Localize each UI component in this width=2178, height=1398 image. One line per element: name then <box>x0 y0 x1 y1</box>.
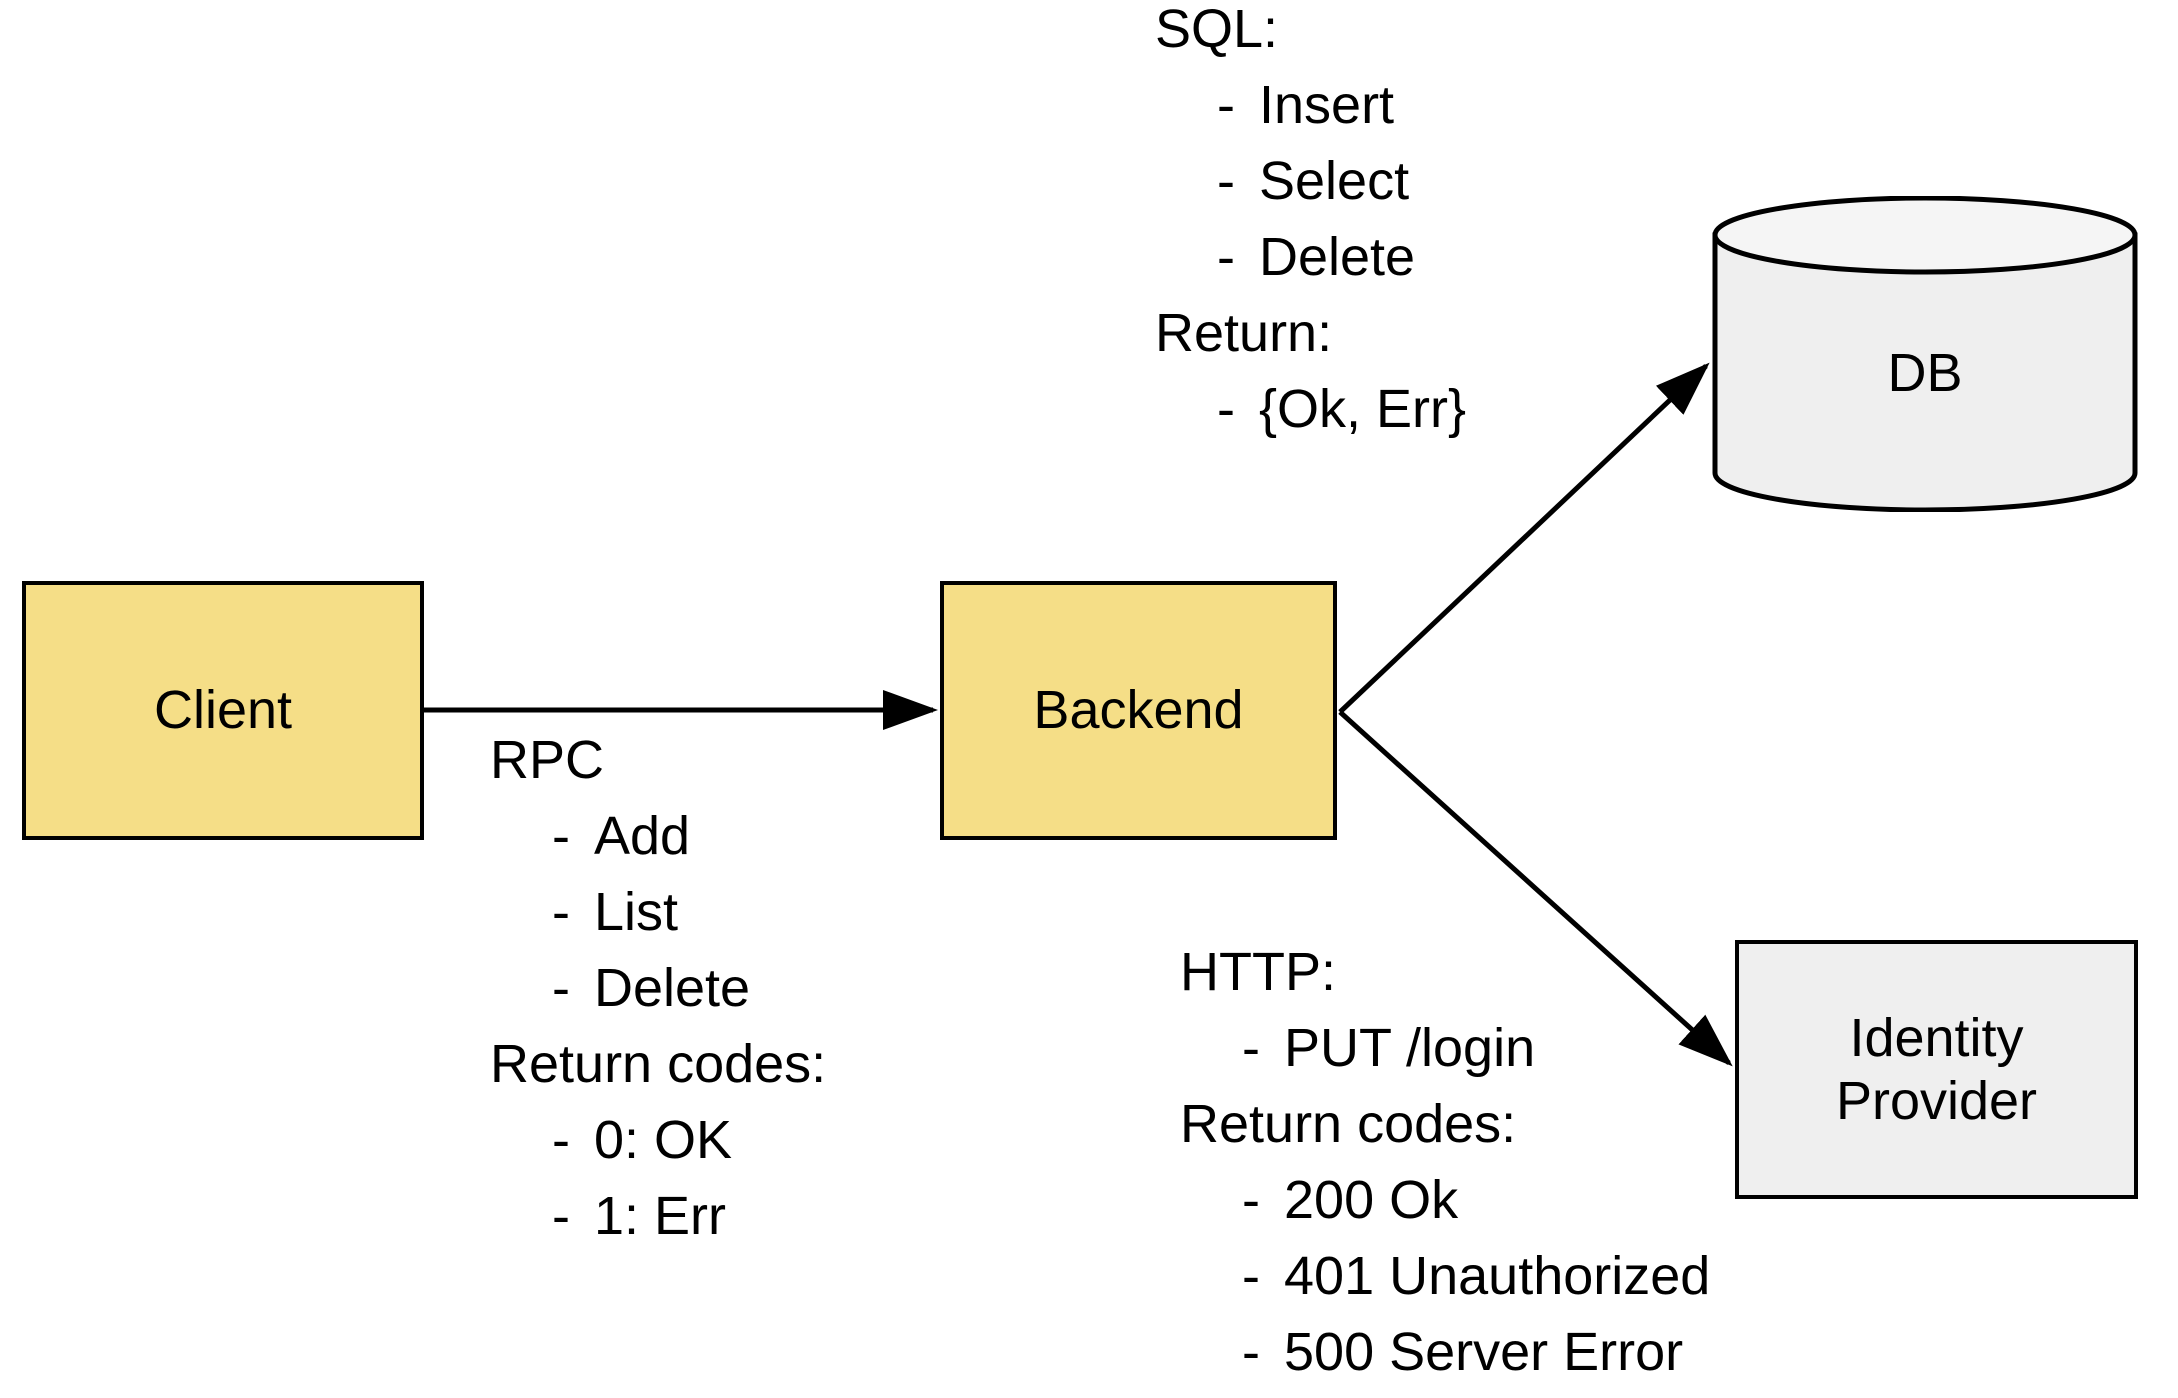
bullet-dash: - <box>552 1110 570 1170</box>
annotation-http-return-item: -401 Unauthorized <box>1180 1238 1710 1314</box>
annotation-rpc-item-text: Add <box>594 806 691 866</box>
annotation-sql: SQL: -Insert -Select -Delete Return: -{O… <box>1155 0 1466 447</box>
bullet-dash: - <box>552 882 570 942</box>
annotation-sql-item: -Select <box>1155 143 1466 219</box>
annotation-http: HTTP: -PUT /login Return codes: -200 Ok … <box>1180 934 1710 1390</box>
database-cylinder-icon <box>1712 196 2138 512</box>
node-db[interactable]: DB <box>1712 196 2138 512</box>
node-backend-label: Backend <box>1033 680 1244 741</box>
bullet-dash: - <box>1242 1246 1260 1306</box>
edge-backend-to-identity-provider <box>1338 710 1733 1067</box>
annotation-http-heading: HTTP: <box>1180 942 1336 1002</box>
annotation-http-return-text: 200 Ok <box>1284 1170 1459 1230</box>
node-identity-provider[interactable]: Identity Provider <box>1735 940 2138 1199</box>
annotation-rpc-item-text: List <box>594 882 679 942</box>
node-identity-provider-label-line1: Identity <box>1849 1007 2024 1068</box>
annotation-http-returns-heading: Return codes: <box>1180 1094 1517 1154</box>
annotation-rpc-return-item: -1: Err <box>490 1178 826 1254</box>
annotation-rpc-return-item: -0: OK <box>490 1102 826 1178</box>
annotation-rpc-item-text: Delete <box>594 958 751 1018</box>
annotation-rpc-returns-heading: Return codes: <box>490 1034 827 1094</box>
annotation-rpc: RPC -Add -List -Delete Return codes: -0:… <box>490 722 826 1254</box>
bullet-dash: - <box>1242 1170 1260 1230</box>
bullet-dash: - <box>552 958 570 1018</box>
annotation-http-return-text: 500 Server Error <box>1284 1322 1684 1382</box>
bullet-dash: - <box>552 806 570 866</box>
annotation-http-return-text: 401 Unauthorized <box>1284 1246 1711 1306</box>
annotation-sql-heading: SQL: <box>1155 0 1279 59</box>
annotation-sql-return-item: -{Ok, Err} <box>1155 371 1466 447</box>
annotation-rpc-return-text: 0: OK <box>594 1110 733 1170</box>
annotation-rpc-item: -Delete <box>490 950 826 1026</box>
bullet-dash: - <box>1217 151 1235 211</box>
annotation-rpc-item: -List <box>490 874 826 950</box>
bullet-dash: - <box>1217 227 1235 287</box>
annotation-sql-item: -Delete <box>1155 219 1466 295</box>
annotation-http-return-item: -500 Server Error <box>1180 1314 1710 1390</box>
bullet-dash: - <box>1242 1322 1260 1382</box>
bullet-dash: - <box>552 1186 570 1246</box>
annotation-sql-returns-heading: Return: <box>1155 303 1333 363</box>
bullet-dash: - <box>1217 75 1235 135</box>
annotation-sql-item-text: Insert <box>1259 75 1395 135</box>
annotation-sql-item-text: Delete <box>1259 227 1416 287</box>
annotation-sql-item-text: Select <box>1259 151 1410 211</box>
node-backend[interactable]: Backend <box>940 581 1337 840</box>
annotation-rpc-heading: RPC <box>490 730 605 790</box>
annotation-sql-return-text: {Ok, Err} <box>1259 379 1467 439</box>
node-db-label: DB <box>1887 342 1963 403</box>
node-identity-provider-label: Identity Provider <box>1836 1007 2037 1132</box>
node-identity-provider-label-line2: Provider <box>1835 1070 2038 1131</box>
annotation-http-return-item: -200 Ok <box>1180 1162 1710 1238</box>
bullet-dash: - <box>1242 1018 1260 1078</box>
node-client-label: Client <box>153 680 293 741</box>
annotation-sql-item: -Insert <box>1155 67 1466 143</box>
node-client[interactable]: Client <box>22 581 424 840</box>
annotation-http-item: -PUT /login <box>1180 1010 1710 1086</box>
annotation-rpc-item: -Add <box>490 798 826 874</box>
edge-backend-to-db <box>1338 362 1710 714</box>
bullet-dash: - <box>1217 379 1235 439</box>
annotation-rpc-return-text: 1: Err <box>594 1186 727 1246</box>
annotation-http-item-text: PUT /login <box>1284 1018 1536 1078</box>
